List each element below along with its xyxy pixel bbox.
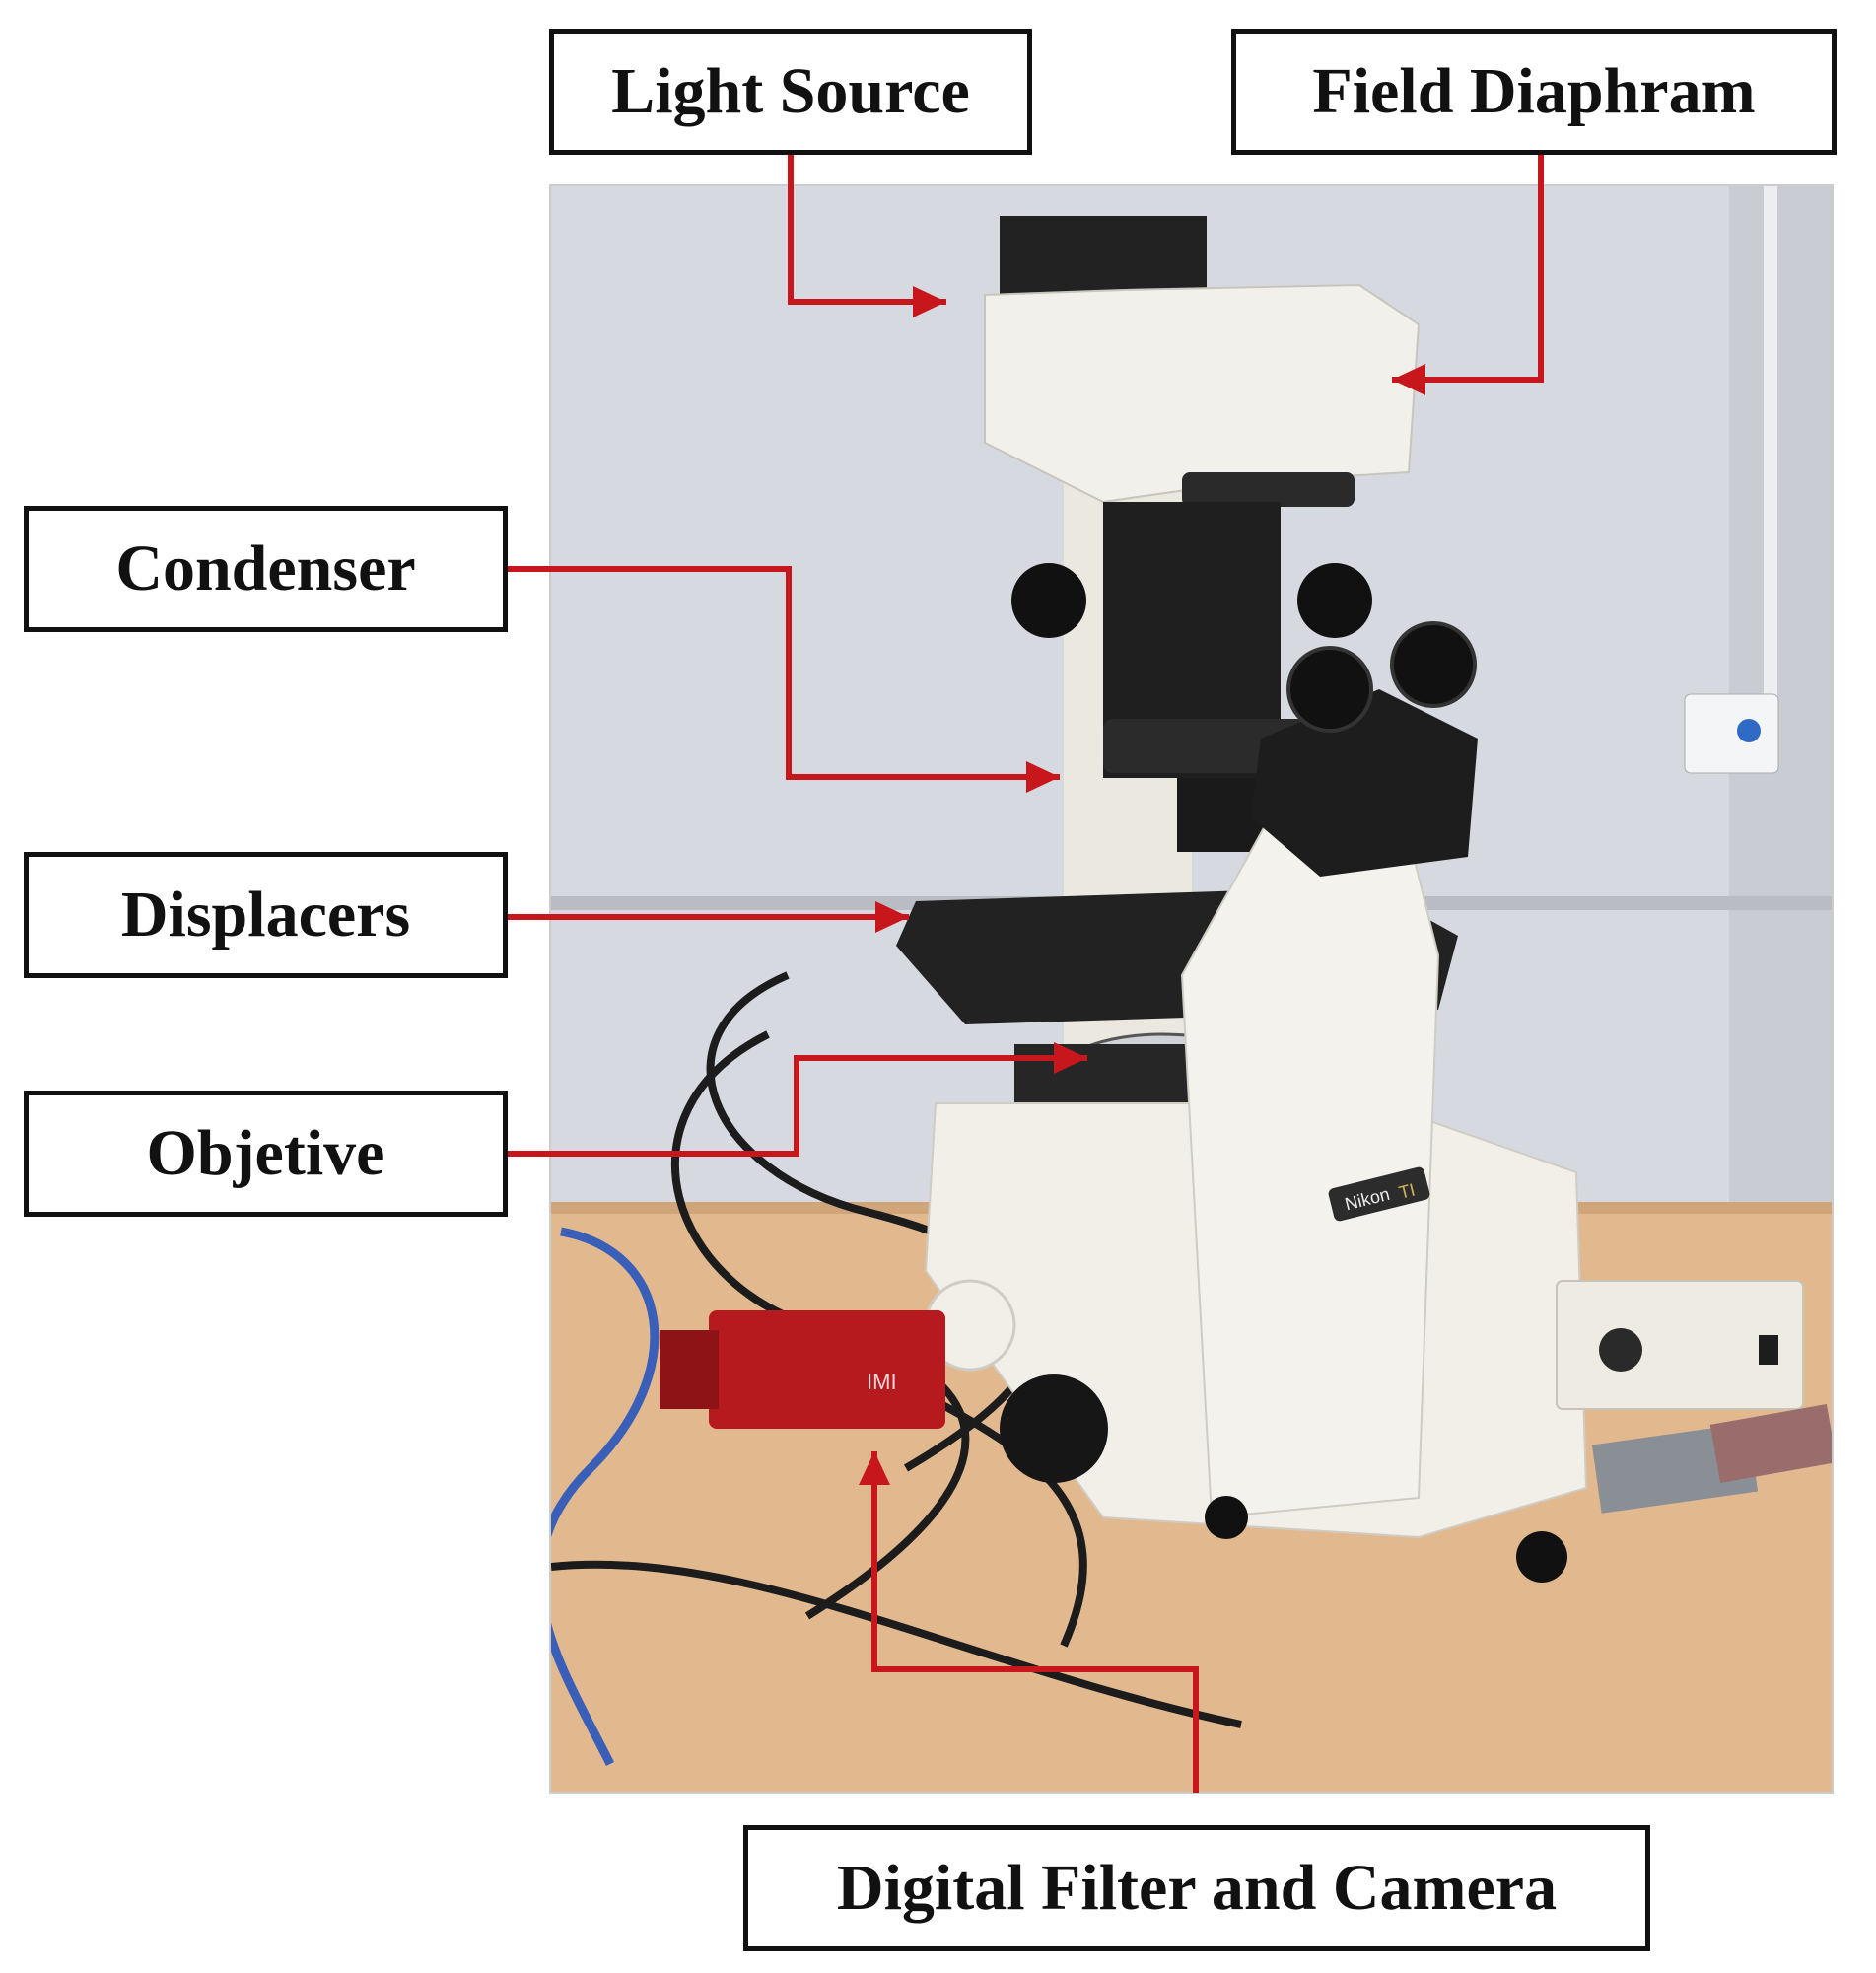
label-digital-filter-camera: Digital Filter and Camera	[743, 1825, 1650, 1951]
eyepiece-column	[1180, 797, 1440, 1519]
label-light-source: Light Source	[549, 29, 1032, 155]
illuminator-arm	[984, 283, 1421, 504]
controller-switch	[1759, 1335, 1778, 1365]
controller-knob	[1599, 1328, 1642, 1372]
focus-knob-base	[1000, 1374, 1108, 1483]
fine-focus-knob	[1205, 1496, 1248, 1539]
microscope-photo: Nikon TI IMI	[549, 184, 1834, 1794]
controller-box	[1556, 1280, 1804, 1410]
eyepiece-right	[1390, 621, 1477, 708]
label-displacers: Displacers	[24, 852, 508, 978]
blue-cable	[551, 1227, 660, 1767]
label-condenser: Condenser	[24, 506, 508, 632]
condenser-lens	[1177, 778, 1266, 852]
front-knob	[1516, 1531, 1567, 1583]
focus-knob-right	[1297, 563, 1372, 638]
slide-box-2	[1709, 1404, 1832, 1483]
label-objetive: Objetive	[24, 1091, 508, 1217]
camera-body	[709, 1310, 945, 1429]
eyepiece-left	[1286, 646, 1373, 733]
focus-knob-left	[1011, 563, 1086, 638]
camera-brand-text: IMI	[867, 1370, 897, 1394]
model-text: TI	[1397, 1179, 1417, 1202]
label-field-diaphram: Field Diaphram	[1231, 29, 1837, 155]
socket-switch-icon	[1737, 719, 1761, 742]
wall-socket	[1684, 693, 1779, 774]
arm-ring	[1182, 472, 1355, 507]
conduit	[1764, 186, 1777, 699]
brand-badge	[1328, 1166, 1430, 1222]
binocular-head	[1251, 689, 1478, 877]
camera-front	[660, 1330, 719, 1409]
